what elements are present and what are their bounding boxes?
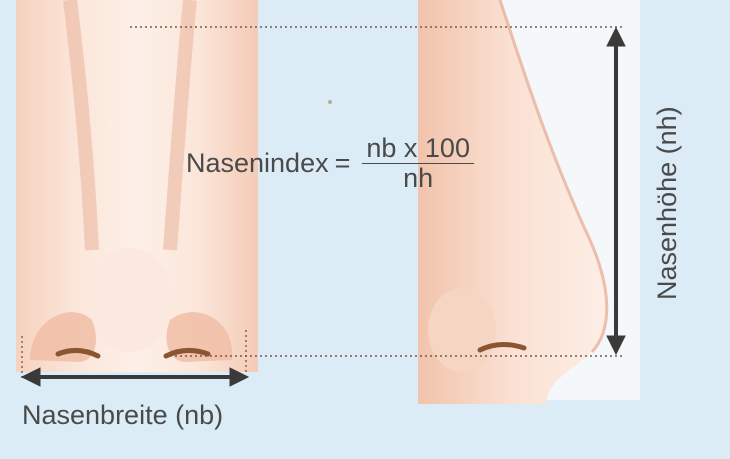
nose-width-label: Nasenbreite (nb) (22, 400, 223, 431)
formula-fraction: nb x 100 nh (362, 134, 474, 192)
formula-equals: = (335, 148, 351, 179)
nose-height-label: Nasenhöhe (nh) (652, 106, 683, 300)
formula-numerator: nb x 100 (362, 134, 474, 164)
nasal-index-formula: Nasenindex = nb x 100 nh (186, 134, 474, 192)
formula-denominator: nh (403, 164, 433, 192)
speck (328, 100, 332, 104)
formula-lhs: Nasenindex (186, 148, 329, 179)
